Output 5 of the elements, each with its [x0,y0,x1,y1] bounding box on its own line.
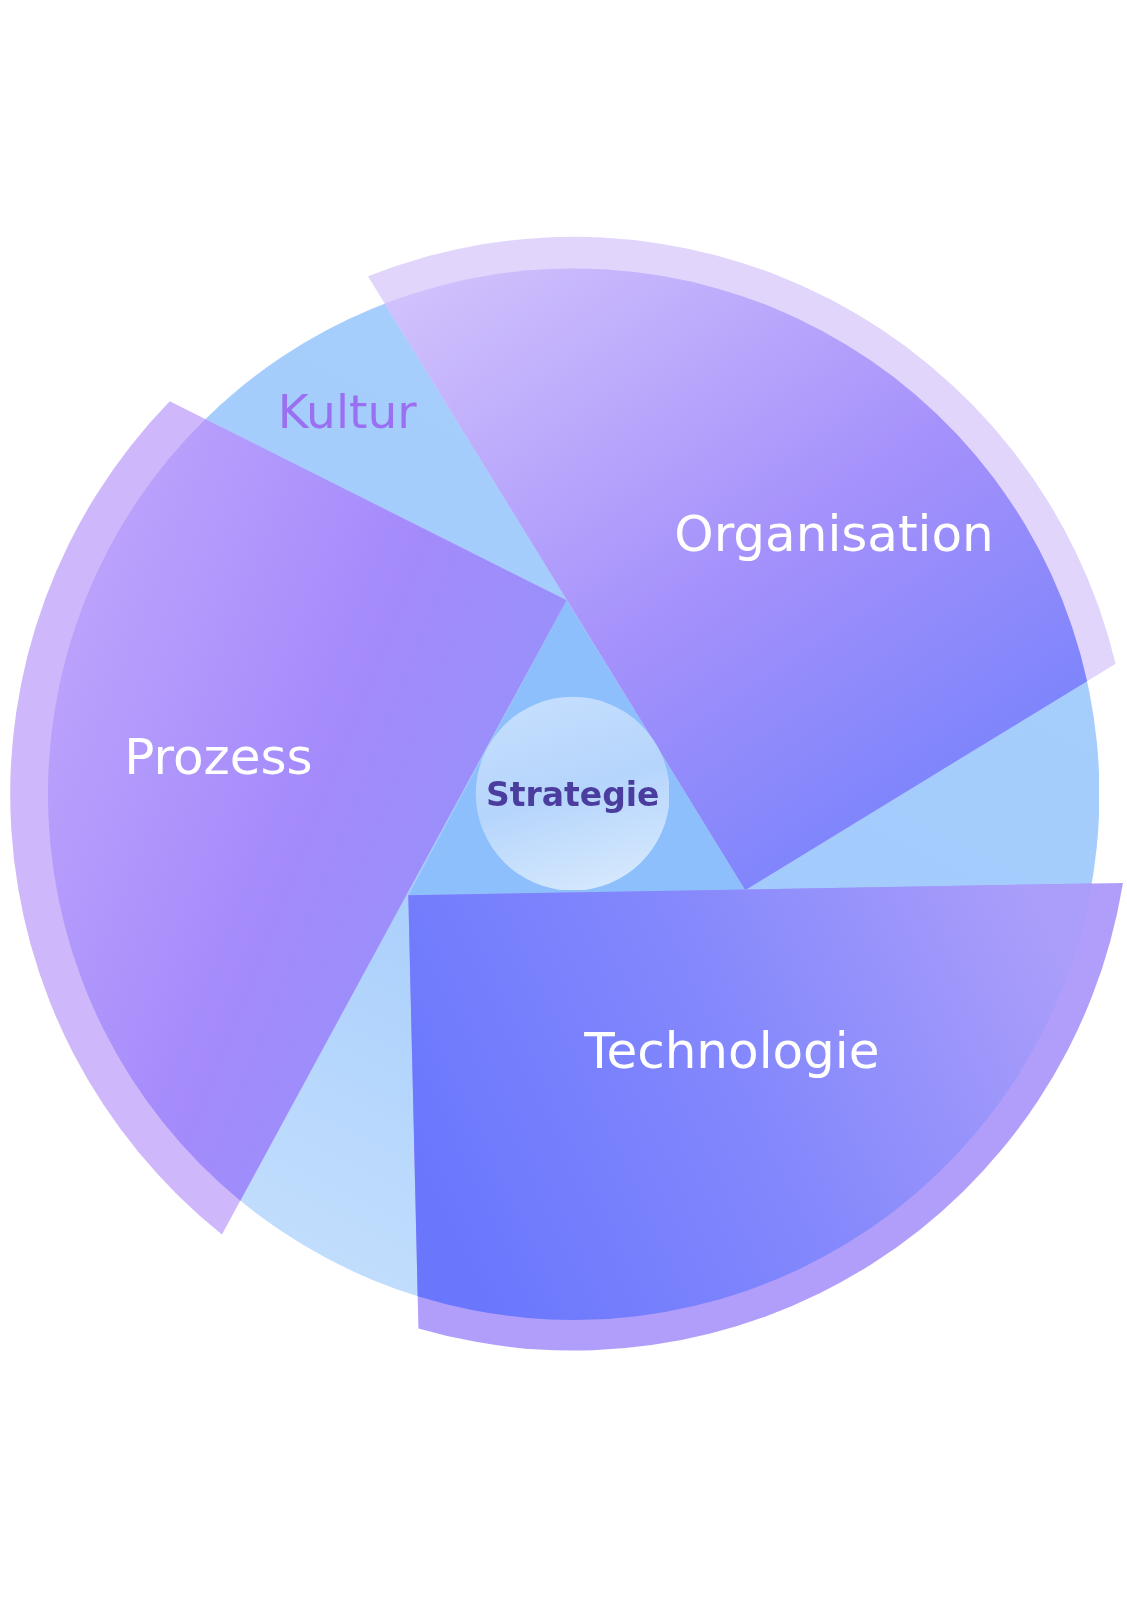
segment-label: Prozess [124,732,313,783]
segment-label: Technologie [584,1026,880,1077]
segment-label: Kultur [277,387,417,435]
center-label: Strategie [485,777,660,811]
segment-label: Organisation [674,508,994,559]
